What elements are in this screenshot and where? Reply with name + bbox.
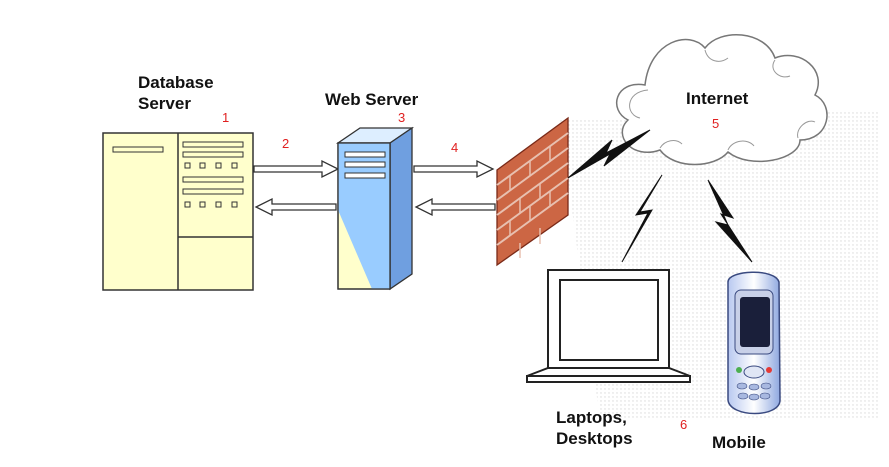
web-server-icon bbox=[335, 126, 415, 291]
internet-label: Internet bbox=[686, 89, 749, 108]
number-1: 1 bbox=[222, 110, 230, 125]
laptops-desktops-label: Laptops, Desktops bbox=[556, 407, 633, 449]
web-server-label: Web Server bbox=[325, 90, 419, 109]
number-4: 4 bbox=[451, 140, 459, 155]
number-5: 5 bbox=[712, 116, 720, 131]
number-6: 6 bbox=[680, 417, 688, 432]
arrow-icon bbox=[253, 159, 340, 217]
mobile-label: Mobile bbox=[712, 433, 766, 452]
database-server-icon bbox=[102, 132, 254, 291]
mobile-phone-icon bbox=[727, 271, 781, 415]
desktops-label-line2: Desktops bbox=[556, 429, 633, 448]
cloud-icon bbox=[615, 34, 828, 166]
number-3: 3 bbox=[398, 110, 406, 125]
laptop-icon bbox=[526, 269, 691, 383]
firewall-icon: FIREWALL bbox=[496, 116, 569, 267]
database-server-label-line1: Database bbox=[138, 73, 214, 92]
number-2: 2 bbox=[282, 136, 290, 151]
database-server-label: Database Server bbox=[138, 72, 214, 114]
database-server-label-line2: Server bbox=[138, 94, 191, 113]
laptops-label-line1: Laptops, bbox=[556, 408, 627, 427]
arrow-icon bbox=[413, 159, 496, 217]
lightning-bolt-icon bbox=[567, 129, 753, 263]
